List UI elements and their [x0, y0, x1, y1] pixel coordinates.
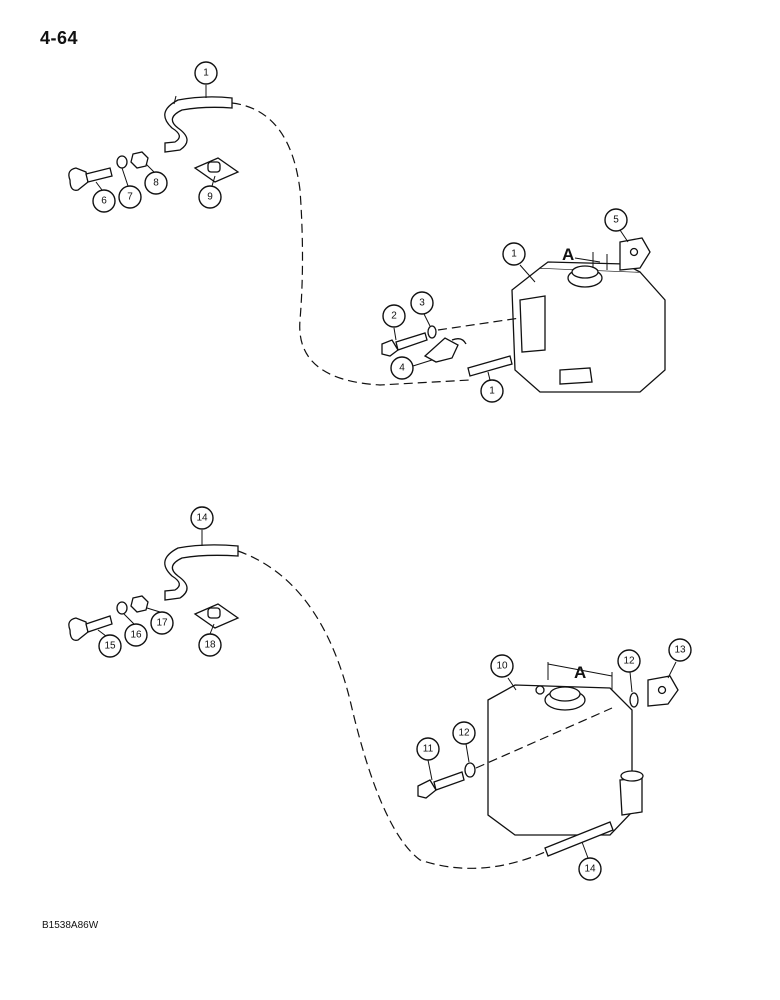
callout-6: 6 — [92, 181, 116, 213]
callout-label: 9 — [207, 192, 213, 203]
callout-label: 3 — [419, 298, 425, 309]
callout-7: 7 — [118, 167, 142, 209]
callout-label: 7 — [127, 192, 133, 203]
hose-end-upper — [467, 355, 513, 377]
callout-3: 3 — [410, 291, 434, 327]
callout-11: 11 — [416, 737, 440, 781]
callout-5: 5 — [604, 208, 629, 243]
callout-label: 1 — [489, 386, 495, 397]
callout-4: 4 — [390, 356, 433, 380]
callout-12-lower: 12 — [452, 721, 476, 763]
dimension-a-lower: A — [574, 663, 586, 682]
hose-lower — [164, 544, 546, 869]
callout-label: 12 — [623, 656, 635, 667]
callout-label: 4 — [399, 363, 405, 374]
callout-label: 16 — [130, 630, 142, 641]
callout-label: 14 — [196, 513, 208, 524]
callout-label: 1 — [511, 249, 517, 260]
hose-upper — [164, 95, 471, 386]
callout-10: 10 — [490, 654, 517, 691]
callout-2: 2 — [382, 304, 406, 341]
bracket-5 — [619, 237, 651, 271]
callout-label: 5 — [613, 215, 619, 226]
washer-16 — [116, 601, 128, 615]
callout-label: 8 — [153, 178, 159, 189]
callout-label: 14 — [584, 864, 596, 875]
lower-assembly — [68, 544, 679, 869]
callout-18: 18 — [198, 623, 222, 657]
callout-8: 8 — [144, 163, 168, 195]
callout-14-bottom: 14 — [578, 841, 602, 881]
callout-label: 2 — [391, 311, 397, 322]
bracket-13 — [647, 675, 679, 707]
callout-label: 17 — [156, 618, 168, 629]
dimension-a-upper: A — [562, 245, 574, 264]
reservoir-tank-upper — [511, 252, 666, 393]
upper-assembly — [68, 95, 666, 393]
page-number: 4-64 — [40, 28, 79, 48]
callout-1-top: 1 — [194, 61, 218, 98]
callout-17: 17 — [146, 607, 174, 635]
callout-16: 16 — [123, 613, 148, 647]
callout-13: 13 — [667, 638, 692, 679]
bolt-6 — [68, 167, 113, 191]
callout-12-upper: 12 — [617, 649, 641, 693]
washer-12-upper — [629, 692, 639, 708]
bolt-2 — [381, 332, 428, 357]
washer-3 — [427, 325, 437, 339]
callout-label: 18 — [204, 640, 216, 651]
callout-14-top: 14 — [190, 506, 214, 546]
clip-9 — [193, 157, 240, 183]
callout-label: 6 — [101, 196, 107, 207]
hook — [451, 338, 467, 345]
callout-label: 10 — [496, 661, 508, 672]
bolt-11 — [417, 771, 465, 799]
callout-15: 15 — [97, 629, 122, 658]
bolt-15 — [68, 615, 113, 641]
reservoir-tank-lower — [487, 662, 644, 836]
strap-4 — [423, 337, 459, 363]
hose-end-lower — [544, 821, 614, 857]
drawing-code: B1538A86W — [42, 920, 99, 931]
callout-label: 13 — [674, 645, 686, 656]
nut-17 — [130, 595, 149, 613]
callout-label: 1 — [203, 68, 209, 79]
callout-label: 15 — [104, 641, 116, 652]
clip-18 — [193, 603, 240, 629]
washer-12-lower — [464, 762, 476, 778]
nut-8 — [130, 151, 149, 169]
callout-label: 11 — [423, 744, 434, 755]
callout-label: 12 — [458, 728, 470, 739]
washer-7 — [116, 155, 128, 169]
callout-1-hose: 1 — [480, 371, 504, 403]
callout-9: 9 — [198, 175, 222, 209]
callout-1-tank: 1 — [502, 242, 536, 283]
